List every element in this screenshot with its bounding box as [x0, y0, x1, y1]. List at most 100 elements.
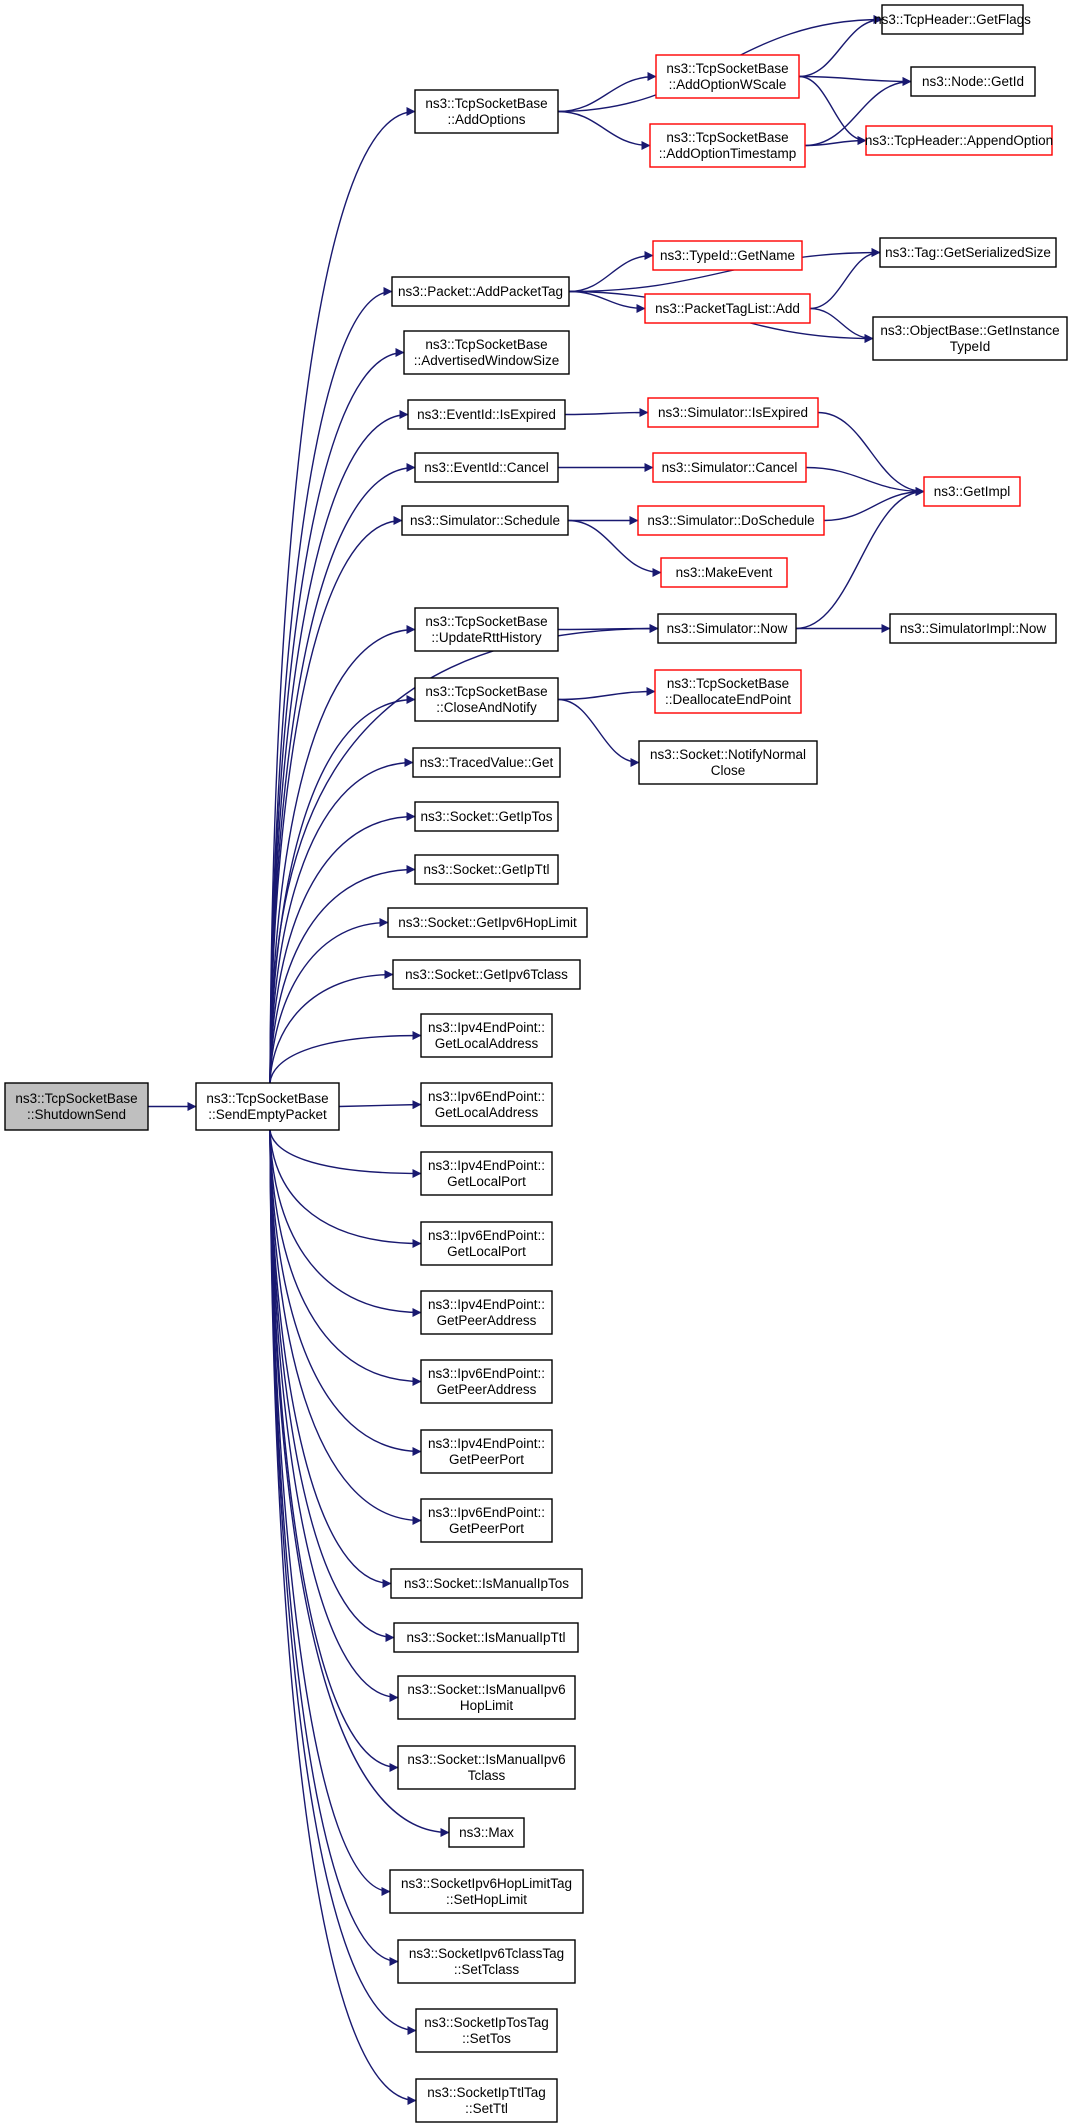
node-box: [391, 276, 570, 307]
node-cancel[interactable]: ns3::EventId::Cancel: [414, 452, 559, 483]
node-ep4pport[interactable]: ns3::Ipv4EndPoint::GetPeerPort: [420, 1429, 553, 1474]
node-box: [401, 505, 569, 536]
node-label: GetLocalAddress: [435, 1105, 539, 1120]
node-dealloc[interactable]: ns3::TcpSocketBase::DeallocateEndPoint: [654, 669, 802, 714]
edge-tstamp-to-nodeid: [804, 77, 912, 147]
node-label: ns3::TcpSocketBase: [425, 337, 547, 352]
edge-send-to-rtthist: [269, 625, 416, 1084]
node-getiptos[interactable]: ns3::Socket::GetIpTos: [414, 801, 559, 832]
node-box: [660, 557, 788, 588]
node-label: ns3::Simulator::IsExpired: [658, 405, 808, 420]
node-box: [889, 613, 1057, 644]
node-getipv6tc[interactable]: ns3::Socket::GetIpv6Tclass: [392, 959, 581, 990]
node-ep4local[interactable]: ns3::Ipv4EndPoint::GetLocalAddress: [420, 1013, 553, 1058]
node-rtthist[interactable]: ns3::TcpSocketBase::UpdateRttHistory: [414, 607, 559, 652]
node-send[interactable]: ns3::TcpSocketBase::SendEmptyPacket: [195, 1082, 340, 1131]
node-ep6lport[interactable]: ns3::Ipv6EndPoint::GetLocalPort: [420, 1221, 553, 1266]
node-getflags[interactable]: ns3::TcpHeader::GetFlags: [874, 4, 1031, 35]
node-box: [647, 397, 819, 428]
node-box: [638, 740, 818, 785]
node-label: ::AdvertisedWindowSize: [414, 353, 560, 368]
node-label: Tclass: [468, 1768, 506, 1783]
node-ep6peer[interactable]: ns3::Ipv6EndPoint::GetPeerAddress: [420, 1359, 553, 1404]
node-box: [195, 1082, 340, 1131]
nodes-layer: ns3::TcpSocketBase::ShutdownSend ns3::Tcp…: [4, 4, 1068, 2123]
node-box: [415, 2008, 558, 2053]
node-ep6pport[interactable]: ns3::Ipv6EndPoint::GetPeerPort: [420, 1498, 553, 1543]
node-ep4peer[interactable]: ns3::Ipv4EndPoint::GetPeerAddress: [420, 1290, 553, 1335]
node-label: ::SetTtl: [465, 2101, 508, 2116]
node-label: ::AddOptionWScale: [669, 77, 787, 92]
edge-isexpired-to-simisexpired: [564, 408, 649, 418]
node-doschedule[interactable]: ns3::Simulator::DoSchedule: [637, 505, 825, 536]
node-advwin[interactable]: ns3::TcpSocketBase::AdvertisedWindowSize: [403, 330, 570, 375]
edge-send-to-advwin: [269, 348, 405, 1084]
edge-send-to-getipv6hop: [269, 918, 389, 1084]
edge-send-to-getipv6tc: [269, 970, 394, 1084]
node-manualttl[interactable]: ns3::Socket::IsManualIpTtl: [393, 1622, 579, 1653]
node-box: [420, 1221, 553, 1266]
node-ep6local[interactable]: ns3::Ipv6EndPoint::GetLocalAddress: [420, 1082, 553, 1127]
node-makeevent[interactable]: ns3::MakeEvent: [660, 557, 788, 588]
node-label: ns3::Ipv6EndPoint::: [428, 1089, 545, 1104]
node-settclass[interactable]: ns3::SocketIpv6TclassTag::SetTclass: [397, 1939, 576, 1984]
node-simisexpired[interactable]: ns3::Simulator::IsExpired: [647, 397, 819, 428]
node-manualtos[interactable]: ns3::Socket::IsManualIpTos: [390, 1568, 583, 1599]
node-box: [393, 1622, 579, 1653]
node-simcancel[interactable]: ns3::Simulator::Cancel: [652, 452, 807, 483]
node-box: [420, 1498, 553, 1543]
node-label: ns3::TypeId::GetName: [660, 248, 795, 263]
node-label: ns3::TracedValue::Get: [420, 755, 554, 770]
node-getimpl[interactable]: ns3::GetImpl: [923, 476, 1021, 507]
edge-simcancel-to-getimpl: [805, 466, 925, 496]
node-label: ns3::EventId::IsExpired: [417, 407, 556, 422]
edge-send-to-manualtos: [269, 1129, 392, 1588]
node-addtag[interactable]: ns3::Packet::AddPacketTag: [391, 276, 570, 307]
node-typeidname[interactable]: ns3::TypeId::GetName: [652, 240, 803, 271]
node-label: ns3::ObjectBase::GetInstance: [880, 323, 1059, 338]
node-getipv6hop[interactable]: ns3::Socket::GetIpv6HopLimit: [387, 907, 588, 938]
node-label: ::CloseAndNotify: [436, 700, 537, 715]
node-label: ns3::Socket::IsManualIpv6: [407, 1682, 565, 1697]
node-tstamp[interactable]: ns3::TcpSocketBase::AddOptionTimestamp: [649, 123, 806, 168]
node-box: [403, 330, 570, 375]
node-setttl[interactable]: ns3::SocketIpTtlTag::SetTtl: [415, 2078, 558, 2123]
node-max[interactable]: ns3::Max: [448, 1817, 525, 1848]
edge-send-to-getipttl: [269, 865, 416, 1084]
node-label: ns3::TcpSocketBase: [666, 130, 788, 145]
node-tagsize[interactable]: ns3::Tag::GetSerializedSize: [879, 237, 1057, 268]
node-addopts[interactable]: ns3::TcpSocketBase::AddOptions: [414, 89, 559, 134]
node-tracedget[interactable]: ns3::TracedValue::Get: [412, 747, 561, 778]
node-isexpired[interactable]: ns3::EventId::IsExpired: [407, 399, 566, 430]
node-ep4lport[interactable]: ns3::Ipv4EndPoint::GetLocalPort: [420, 1151, 553, 1196]
node-simnow[interactable]: ns3::Simulator::Now: [657, 613, 797, 644]
edge-send-to-tracedget: [269, 758, 414, 1084]
node-settos[interactable]: ns3::SocketIpTosTag::SetTos: [415, 2008, 558, 2053]
node-label: ns3::Ipv6EndPoint::: [428, 1228, 545, 1243]
node-box: [657, 613, 797, 644]
node-label: ns3::TcpHeader::AppendOption: [865, 133, 1053, 148]
node-implnow[interactable]: ns3::SimulatorImpl::Now: [889, 613, 1057, 644]
node-root[interactable]: ns3::TcpSocketBase::ShutdownSend: [4, 1082, 149, 1131]
node-taglistadd[interactable]: ns3::PacketTagList::Add: [644, 293, 811, 324]
node-label: ns3::Socket::IsManualIpv6: [407, 1752, 565, 1767]
edge-send-to-cancel: [269, 463, 416, 1084]
node-label: ns3::SocketIpTosTag: [424, 2015, 549, 2030]
node-label: ns3::Ipv4EndPoint::: [428, 1020, 545, 1035]
node-wscale[interactable]: ns3::TcpSocketBase::AddOptionWScale: [655, 54, 800, 99]
node-box: [420, 1429, 553, 1474]
node-schedule[interactable]: ns3::Simulator::Schedule: [401, 505, 569, 536]
node-getipttl[interactable]: ns3::Socket::GetIpTtl: [414, 854, 559, 885]
node-box: [415, 2078, 558, 2123]
node-nodeid[interactable]: ns3::Node::GetId: [910, 66, 1036, 97]
node-box: [414, 452, 559, 483]
node-appendopt[interactable]: ns3::TcpHeader::AppendOption: [865, 125, 1053, 156]
node-closenotify[interactable]: ns3::TcpSocketBase::CloseAndNotify: [414, 677, 559, 722]
node-label: GetLocalPort: [447, 1174, 526, 1189]
node-sethop[interactable]: ns3::SocketIpv6HopLimitTag::SetHopLimit: [389, 1869, 584, 1914]
